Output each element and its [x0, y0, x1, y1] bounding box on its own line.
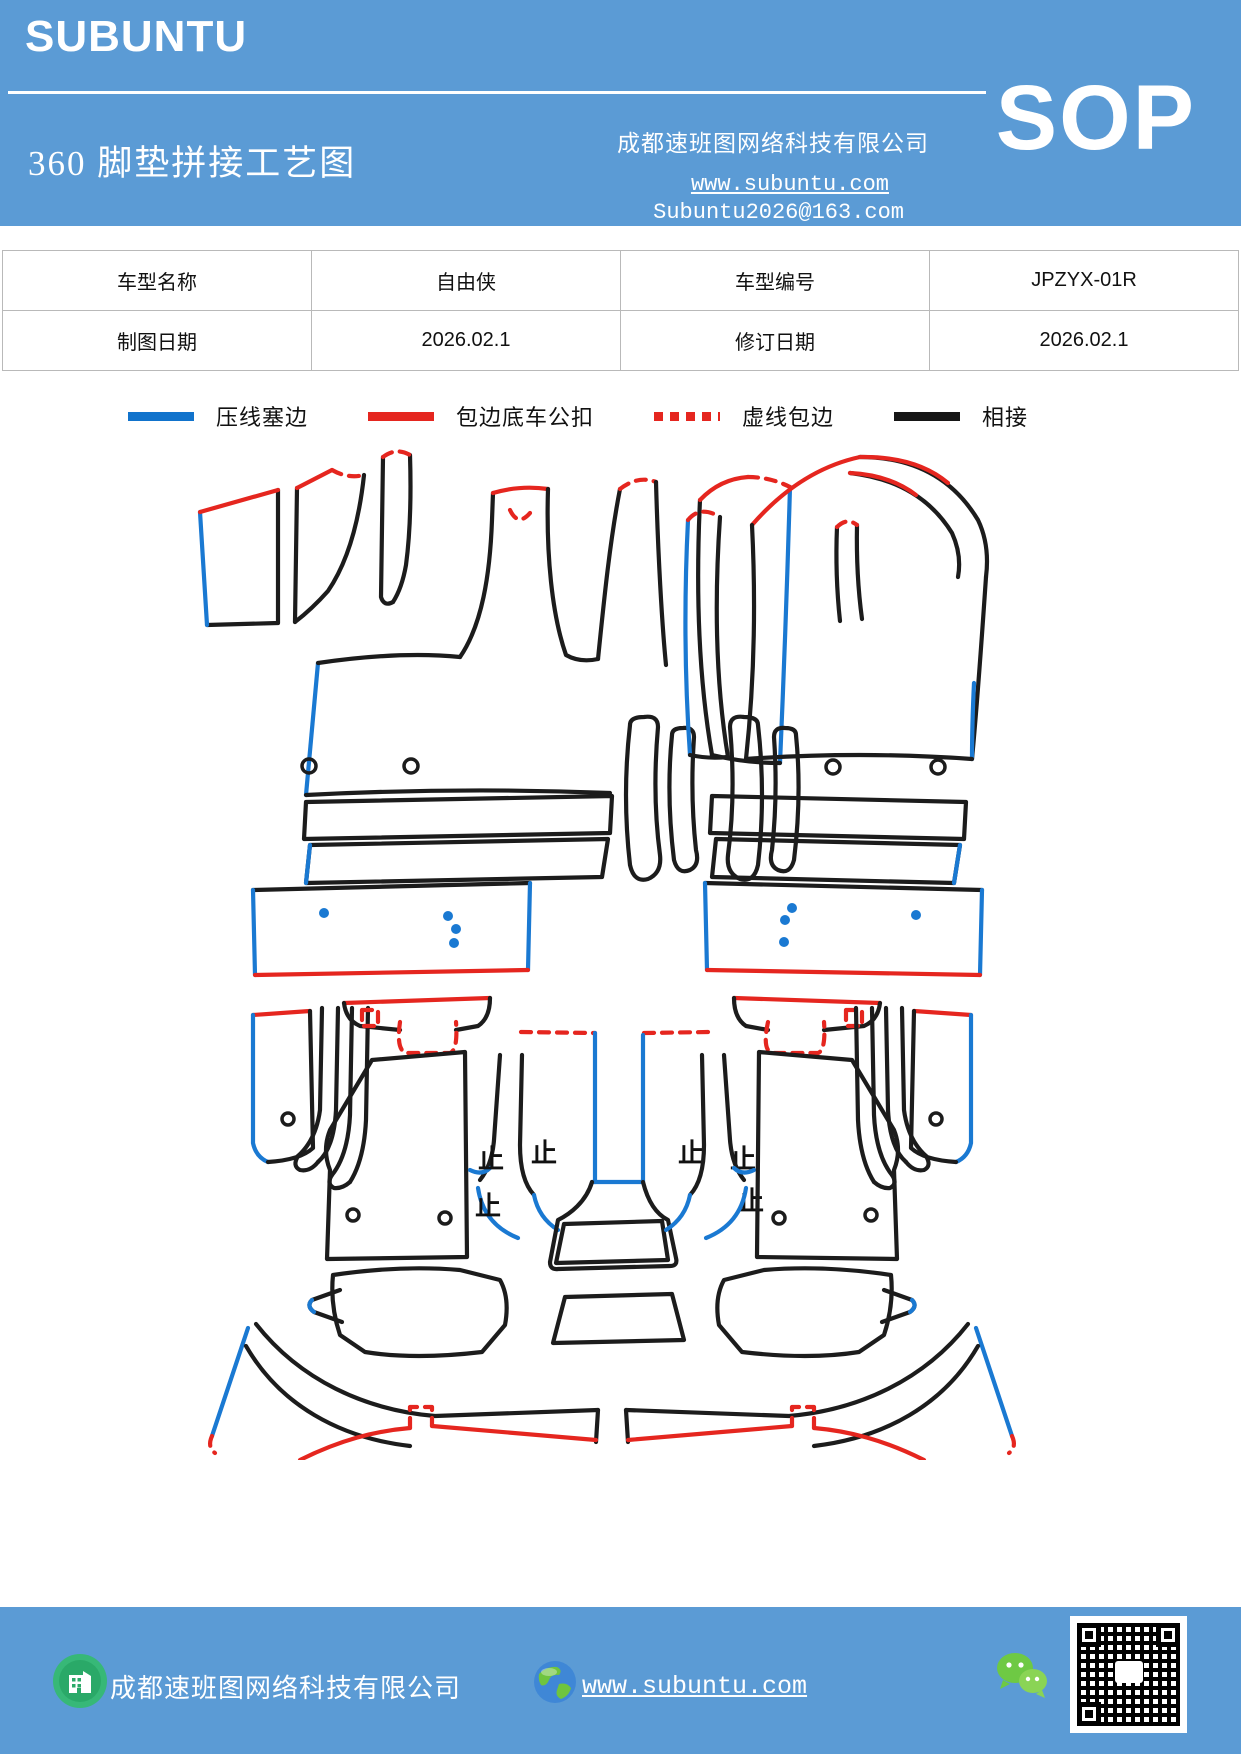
cell-model-code-label: 车型编号 — [620, 250, 930, 311]
legend: 压线塞边 包边底车公扣 虚线包边 相接 — [128, 400, 1088, 432]
header-band: SUBUNTU 360 脚垫拼接工艺图 成都速班图网络科技有限公司 www.su… — [0, 0, 1241, 226]
header-email: Subuntu2026@163.com — [653, 200, 904, 225]
building-icon — [53, 1654, 107, 1708]
header-divider — [8, 91, 986, 94]
qr-modules — [1077, 1623, 1180, 1726]
legend-item-red: 包边底车公扣 — [368, 400, 654, 432]
header-company: 成都速班图网络科技有限公司 — [617, 131, 929, 156]
qr-finder-icon — [1156, 1623, 1180, 1647]
black-line-swatch — [894, 411, 961, 421]
qr-finder-icon — [1077, 1623, 1101, 1647]
stop-mark: 止 — [475, 1192, 501, 1221]
cell-revise-date-value: 2026.02.1 — [929, 310, 1239, 371]
blue-line-swatch — [128, 411, 194, 421]
brand-logo: SUBUNTU — [25, 12, 248, 61]
qr-finder-icon — [1077, 1702, 1101, 1726]
red-line-swatch — [368, 411, 435, 421]
rear-mats-diagram: 止 止 止 止 止 止 — [207, 995, 1017, 1460]
stop-mark: 止 — [678, 1139, 704, 1168]
front-mats-diagram — [197, 449, 990, 978]
stop-mark: 止 — [531, 1139, 557, 1168]
table-row: 车型名称 自由侠 车型编号 JPZYX-01R — [2, 250, 1239, 311]
qr-center-logo — [1115, 1661, 1143, 1683]
red-dashed-swatch — [654, 411, 721, 421]
footer-website-link[interactable]: www.subuntu.com — [582, 1672, 808, 1701]
legend-label: 压线塞边 — [216, 405, 309, 430]
sop-badge: SOP — [995, 67, 1196, 169]
legend-item-red-dashed: 虚线包边 — [654, 400, 894, 432]
header-website-link[interactable]: www.subuntu.com — [690, 172, 889, 197]
footer-company: 成都速班图网络科技有限公司 — [110, 1674, 462, 1703]
cell-draw-date-value: 2026.02.1 — [311, 310, 621, 371]
cell-model-code-value: JPZYX-01R — [929, 250, 1239, 311]
cell-model-name-label: 车型名称 — [2, 250, 312, 311]
cell-model-name-value: 自由侠 — [311, 250, 621, 311]
cell-revise-date-label: 修订日期 — [620, 310, 930, 371]
globe-icon — [534, 1661, 576, 1703]
legend-label: 包边底车公扣 — [456, 405, 595, 430]
legend-item-blue: 压线塞边 — [128, 400, 368, 432]
page-title: 360 脚垫拼接工艺图 — [28, 144, 357, 183]
table-row: 制图日期 2026.02.1 修订日期 2026.02.1 — [2, 310, 1239, 371]
legend-item-black: 相接 — [894, 400, 1088, 432]
legend-label: 相接 — [982, 405, 1029, 430]
vehicle-info-table: 车型名称 自由侠 车型编号 JPZYX-01R 制图日期 2026.02.1 修… — [2, 250, 1239, 371]
cell-draw-date-label: 制图日期 — [2, 310, 312, 371]
stop-mark: 止 — [478, 1145, 504, 1174]
wechat-icon — [997, 1653, 1047, 1698]
qr-code — [1070, 1616, 1187, 1733]
legend-label: 虚线包边 — [742, 405, 835, 430]
